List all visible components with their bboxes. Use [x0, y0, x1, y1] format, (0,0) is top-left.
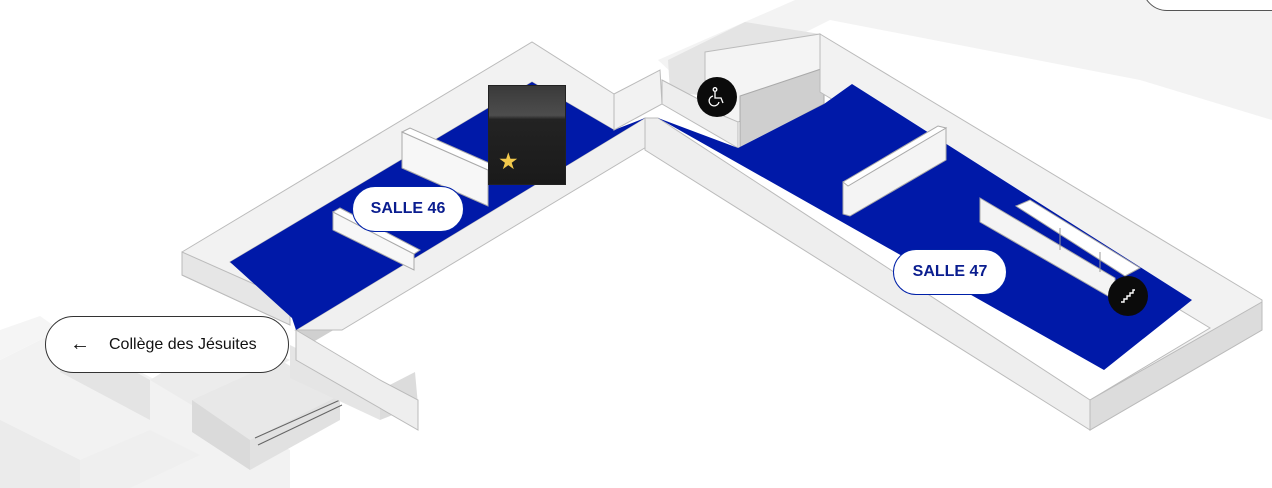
wheelchair-glyph	[708, 87, 724, 107]
arrow-left-icon: ←	[70, 333, 90, 355]
back-button-label: Collège des Jésuites	[109, 335, 257, 353]
stairs-icon[interactable]	[1108, 276, 1148, 316]
star-icon: ★	[498, 148, 519, 174]
wheelchair-icon[interactable]	[697, 77, 737, 117]
stairs-glyph	[1121, 289, 1135, 303]
top-right-control[interactable]	[1142, 0, 1272, 11]
room-label-text: SALLE 46	[370, 200, 446, 217]
back-to-college-des-jesuites-button[interactable]: ← Collège des Jésuites	[45, 316, 289, 373]
highlighted-artwork[interactable]: ★	[488, 85, 566, 185]
room-label-salle-46[interactable]: SALLE 46	[352, 186, 464, 232]
room-label-salle-47[interactable]: SALLE 47	[893, 249, 1007, 295]
room-label-text: SALLE 47	[912, 263, 988, 280]
wing-salle-46-walls	[181, 41, 659, 431]
salle-47-partitions	[842, 125, 1142, 301]
room-floor-salle-47	[658, 84, 1192, 370]
